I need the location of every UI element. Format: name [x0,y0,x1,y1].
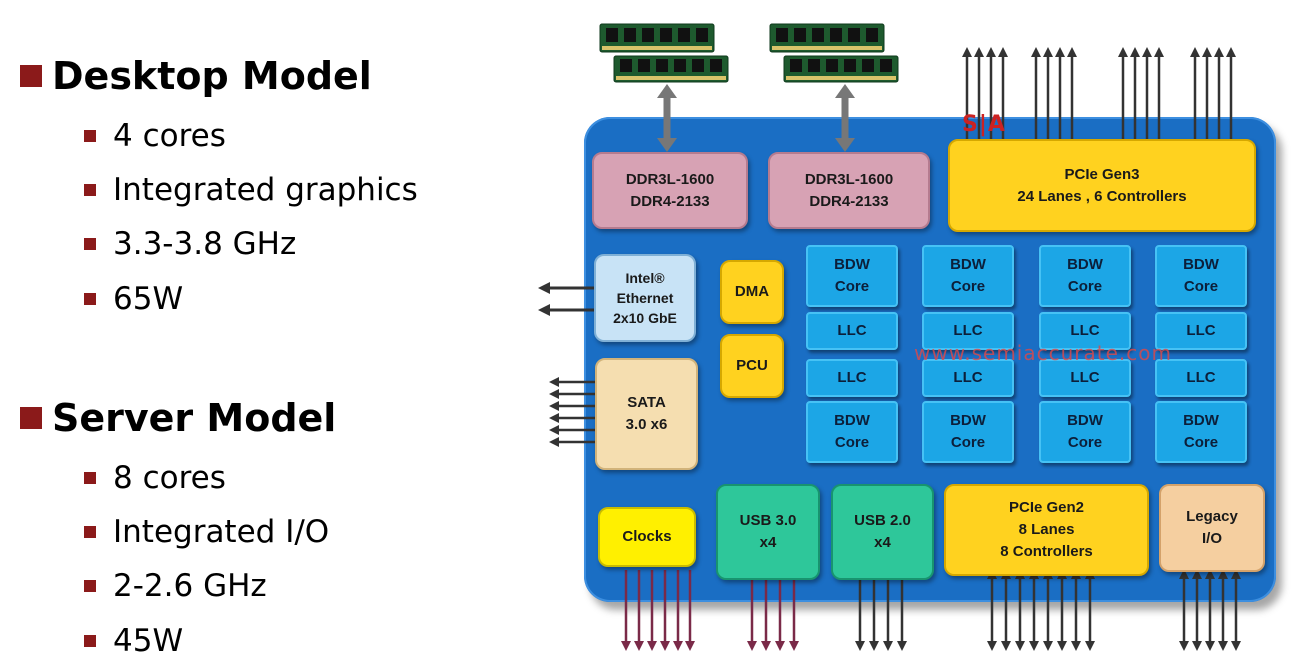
pcie-gen3-block: PCIe Gen3 24 Lanes , 6 Controllers [948,139,1256,232]
llc-slice: LLC [1155,359,1247,397]
desktop-item: 65W [84,281,183,317]
ethernet-links [538,282,606,316]
bullet-square-icon [84,580,96,592]
server-model-title: Server Model [52,396,337,440]
llc-slice: LLC [1039,359,1131,397]
llc-slice: LLC [806,312,898,350]
desktop-item: 4 cores [84,118,226,154]
bullet-square-icon [84,526,96,538]
clocks-block: Clocks [598,507,696,567]
usb3-ports [747,569,799,651]
server-item: 2-2.6 GHz [84,568,267,604]
bullet-square-icon [84,184,96,196]
usb2-ports [855,569,907,651]
llc-slice: LLC [922,359,1014,397]
llc-slice: LLC [922,312,1014,350]
bullet-square-icon [84,472,96,484]
legacy-io-lines [1179,569,1241,651]
bullet-square-icon [20,65,42,87]
bullet-square-icon [84,635,96,647]
llc-slice: LLC [1039,312,1131,350]
server-item: 45W [84,623,183,659]
server-item: Integrated I/O [84,514,329,550]
pcu-block: PCU [720,334,784,398]
clock-outputs [621,570,695,651]
server-model-heading: Server Model [20,396,336,440]
bullet-square-icon [84,293,96,305]
sata-block: SATA 3.0 x6 [595,358,698,470]
desktop-model-heading: Desktop Model [20,54,372,98]
llc-slice: LLC [1155,312,1247,350]
ddr-controller-b: DDR3L-1600 DDR4-2133 [768,152,930,229]
bullet-square-icon [20,407,42,429]
usb2-block: USB 2.0 x4 [831,484,934,580]
ethernet-block: Intel® Ethernet 2x10 GbE [594,254,696,342]
server-item: 8 cores [84,460,226,496]
pcie-gen3-lanes [962,47,1236,155]
ddr-controller-a: DDR3L-1600 DDR4-2133 [592,152,748,229]
legacy-io-block: Legacy I/O [1159,484,1265,572]
desktop-item: Integrated graphics [84,172,418,208]
dimm-icon [599,23,729,83]
desktop-model-title: Desktop Model [52,54,372,98]
dimm-icon [769,23,899,83]
watermark-text: www.semiaccurate.com [914,341,1172,365]
pcie-gen2-lanes [987,569,1095,651]
dma-block: DMA [720,260,784,324]
bullet-square-icon [84,238,96,250]
desktop-item: 3.3-3.8 GHz [84,226,296,262]
bullet-square-icon [84,130,96,142]
pcie-gen2-block: PCIe Gen2 8 Lanes 8 Controllers [944,484,1149,576]
usb3-block: USB 3.0 x4 [716,484,820,580]
sa-label: S|A [962,112,1006,137]
llc-slice: LLC [806,359,898,397]
